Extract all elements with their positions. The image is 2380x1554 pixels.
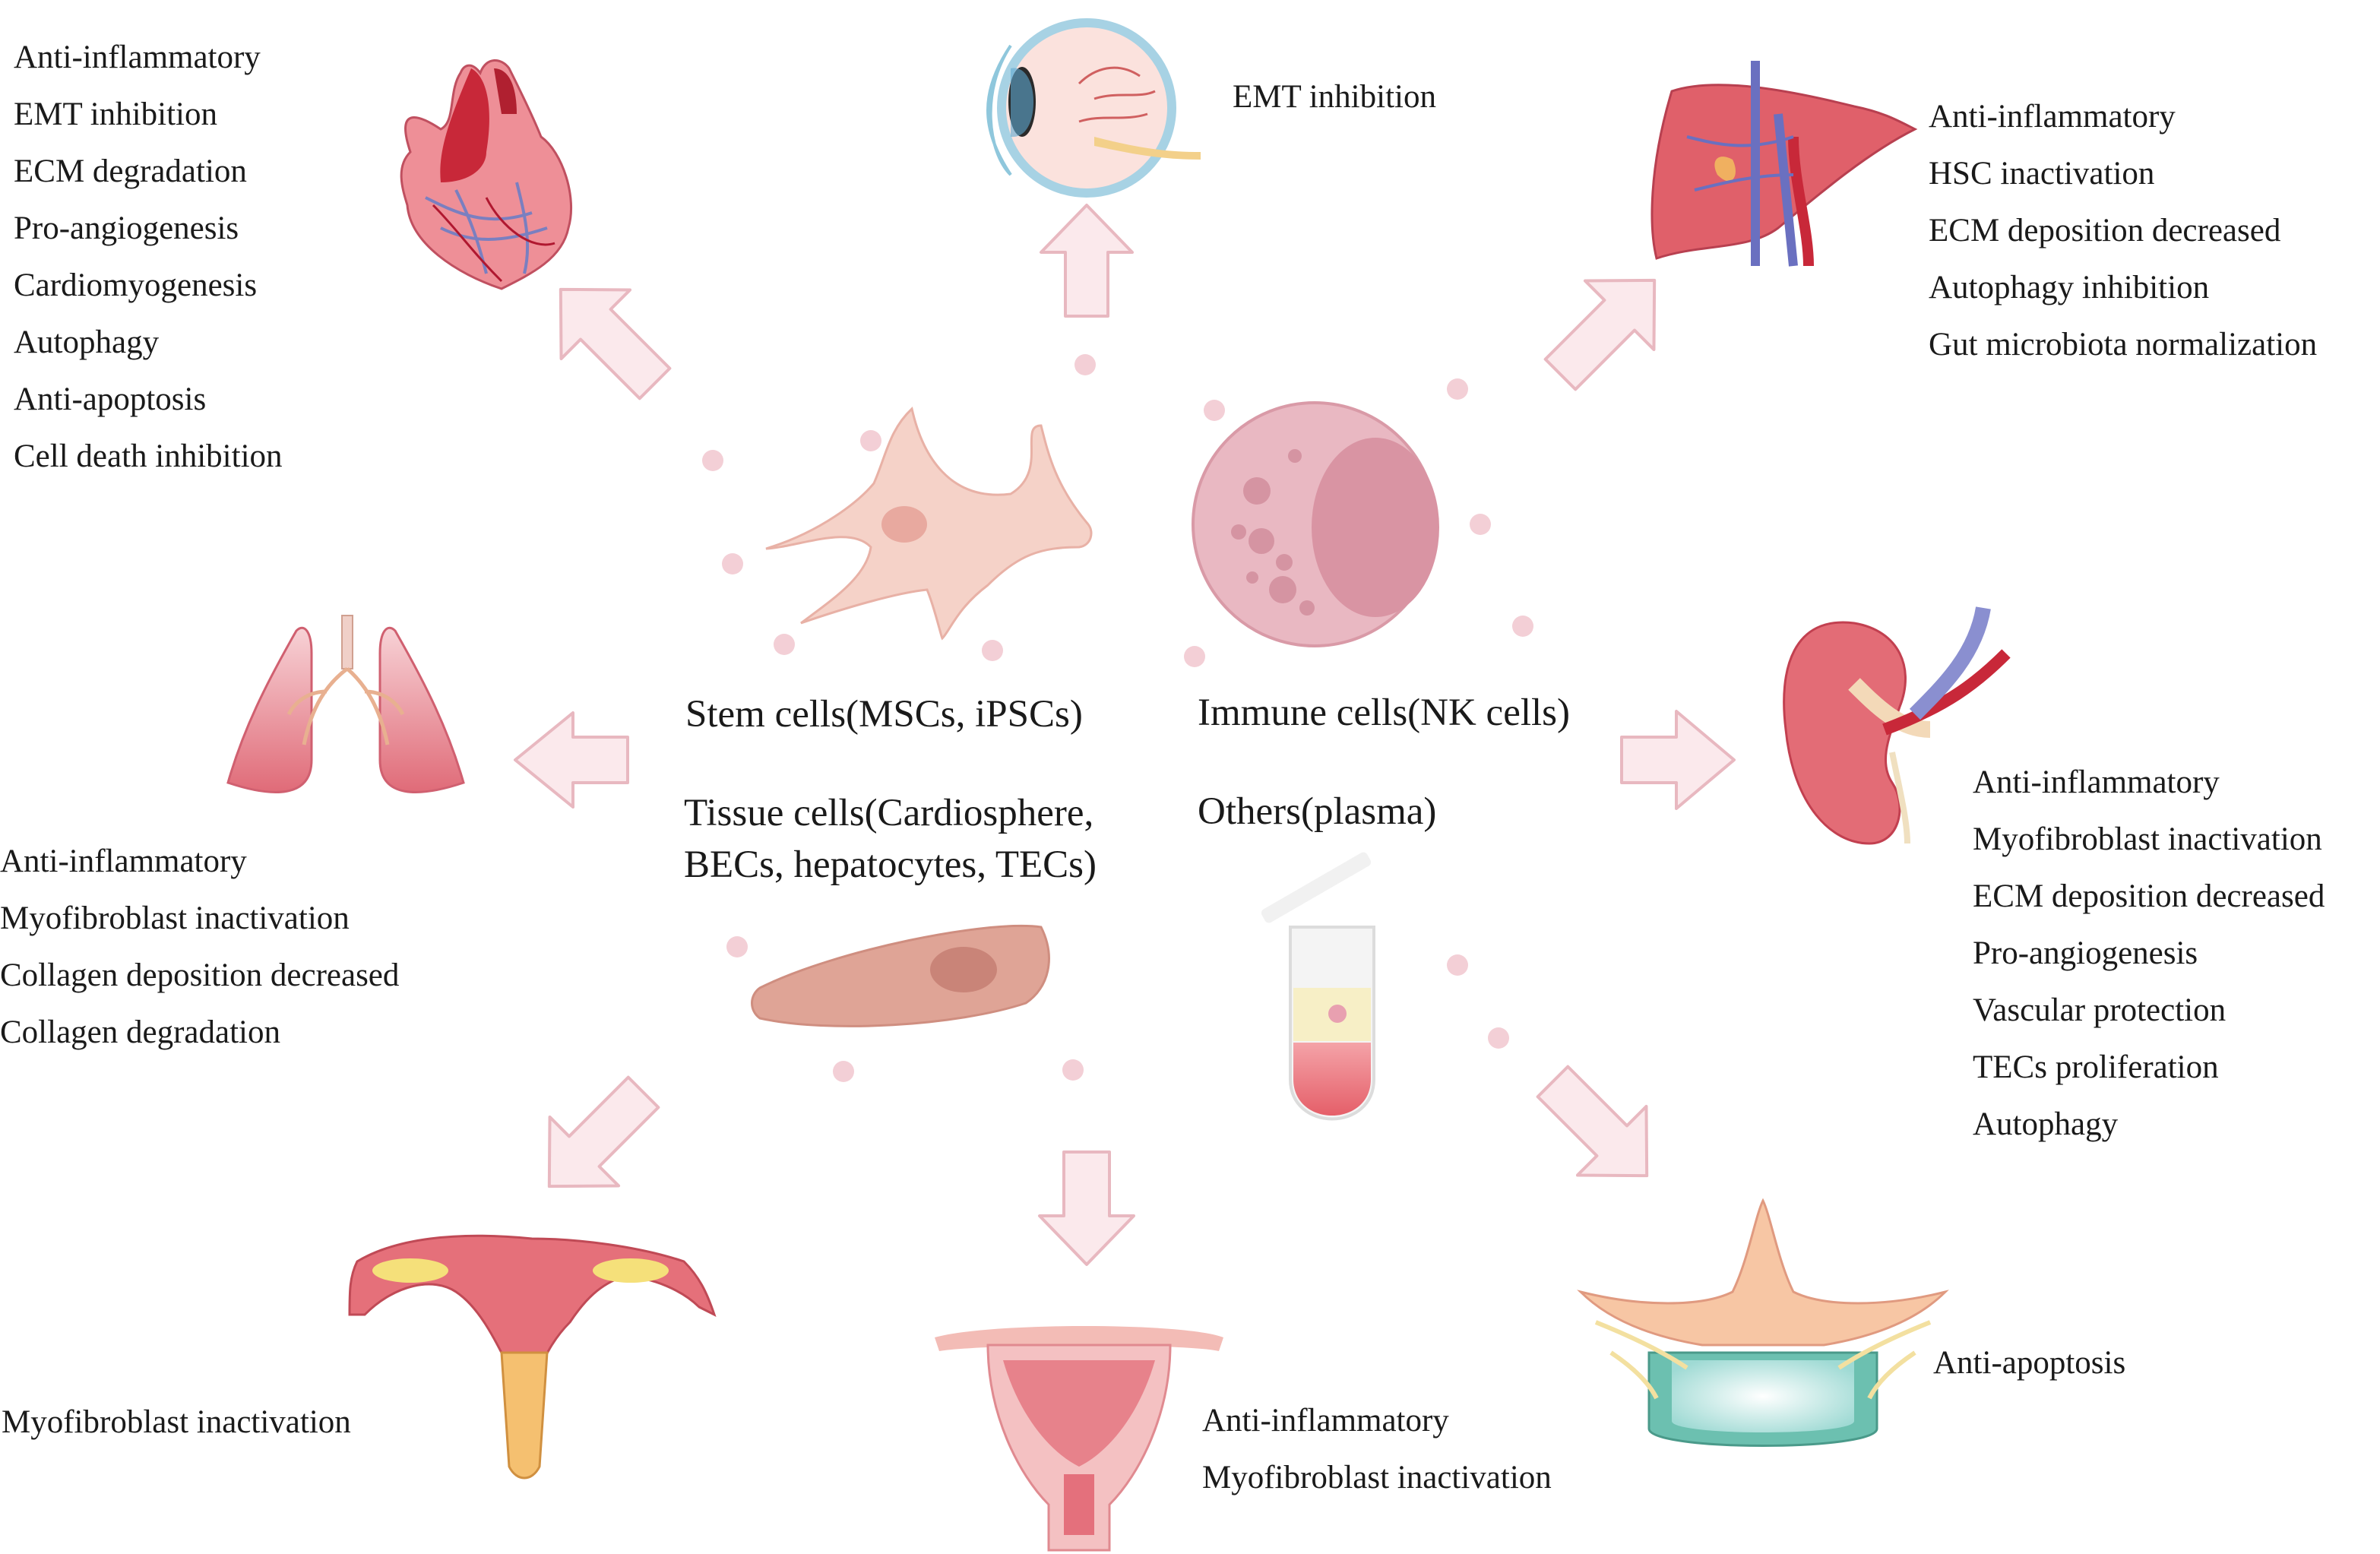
effect-item: Gut microbiota normalization (1929, 327, 2318, 362)
plasma-tube-icon (1261, 852, 1375, 1121)
effect-item: EMT inhibition (14, 97, 217, 132)
tissue-cell-icon (751, 924, 1050, 1027)
effect-item: Myofibroblast inactivation (2, 1404, 351, 1440)
arrow-to-heart (559, 287, 672, 400)
effect-item: Collagen deposition decreased (0, 957, 400, 993)
effect-item: Myofibroblast inactivation (1202, 1460, 1552, 1495)
effect-item: Collagen degradation (0, 1014, 280, 1050)
dot (1184, 646, 1205, 667)
kidney-effects: Anti-inflammatory Myofibroblast inactiva… (1973, 754, 2325, 1153)
center-label-stem-cells: Stem cells(MSCs, iPSCs) (685, 693, 1083, 736)
effect-item: Anti-inflammatory (1202, 1403, 1449, 1438)
effect-item: Anti-inflammatory (14, 40, 261, 75)
effect-item: Cell death inhibition (14, 438, 283, 474)
dot (702, 450, 723, 471)
effect-item: Cardiomyogenesis (14, 267, 258, 303)
uterus-icon (935, 1326, 1223, 1552)
arrow-to-uterus-left (547, 1075, 660, 1188)
effect-item: TECs proliferation (1973, 1049, 2219, 1085)
immune-cell-icon (1192, 401, 1439, 647)
dot (833, 1061, 854, 1082)
center-label-tissue-cells-2: BECs, hepatocytes, TECs) (684, 843, 1097, 886)
center-label-tissue-cells-1: Tissue cells(Cardiosphere, (684, 792, 1094, 834)
effect-item: Anti-inflammatory (1929, 99, 2176, 135)
dot (982, 640, 1003, 661)
center-label-immune-cells: Immune cells(NK cells) (1198, 692, 1571, 734)
dot (1512, 616, 1533, 637)
vertebra-icon (1577, 1198, 1949, 1447)
effect-item: Myofibroblast inactivation (0, 900, 350, 936)
arrow-to-kidney (1620, 710, 1736, 810)
dot (860, 430, 881, 451)
eye-effects: EMT inhibition (1233, 68, 1436, 125)
kidney-icon (1783, 606, 2011, 845)
effect-item: Pro-angiogenesis (1973, 935, 2198, 971)
effect-item: Anti-inflammatory (0, 843, 247, 879)
dot (1074, 354, 1096, 375)
dot (774, 634, 795, 655)
arrows (514, 204, 1736, 1266)
lung-icon (226, 615, 465, 793)
eye-icon (986, 18, 1201, 198)
arrow-to-lung (514, 711, 629, 809)
dot (726, 936, 748, 957)
effect-item: Vascular protection (1973, 992, 2227, 1028)
uterus-ovaries-icon (348, 1234, 717, 1480)
effect-item: Myofibroblast inactivation (1973, 821, 2322, 857)
effect-item: ECM deposition decreased (1929, 213, 2281, 248)
stem-cell-icon (765, 407, 1093, 641)
effect-item: Pro-angiogenesis (14, 210, 239, 246)
effect-item: Anti-apoptosis (1933, 1345, 2126, 1381)
effect-item: HSC inactivation (1929, 156, 2155, 191)
effect-item: Anti-inflammatory (1973, 764, 2220, 800)
effect-item: Autophagy inhibition (1929, 270, 2210, 305)
arrow-to-uterus-center (1038, 1150, 1135, 1266)
uterus-left-effects: Myofibroblast inactivation (2, 1394, 351, 1451)
center-label-others: Others(plasma) (1198, 790, 1437, 833)
scatter-dots (702, 354, 1533, 1082)
liver-effects: Anti-inflammatory HSC inactivation ECM d… (1929, 88, 2317, 373)
heart-icon (400, 59, 572, 290)
dot (722, 553, 743, 574)
dot (1062, 1059, 1084, 1081)
effect-item: ECM degradation (14, 154, 247, 189)
dot (1470, 514, 1491, 535)
heart-effects: Anti-inflammatory EMT inhibition ECM deg… (14, 29, 283, 485)
effect-item: Autophagy (14, 324, 160, 360)
spine-effects: Anti-apoptosis (1933, 1334, 2125, 1391)
lung-effects: Anti-inflammatory Myofibroblast inactiva… (0, 833, 399, 1061)
effect-item: Anti-apoptosis (14, 381, 207, 417)
dot (1488, 1027, 1509, 1049)
effect-item: Autophagy (1973, 1106, 2119, 1142)
dot (1447, 378, 1468, 400)
arrow-to-spine (1536, 1065, 1649, 1178)
dot (1204, 400, 1225, 421)
effect-item: ECM deposition decreased (1973, 878, 2325, 914)
liver-icon (1650, 61, 1918, 267)
arrow-to-liver (1543, 278, 1657, 391)
effect-item: EMT inhibition (1233, 79, 1436, 115)
uterus-center-effects: Anti-inflammatory Myofibroblast inactiva… (1202, 1392, 1552, 1506)
arrow-up-to-eye (1040, 204, 1134, 318)
dot (1447, 954, 1468, 976)
